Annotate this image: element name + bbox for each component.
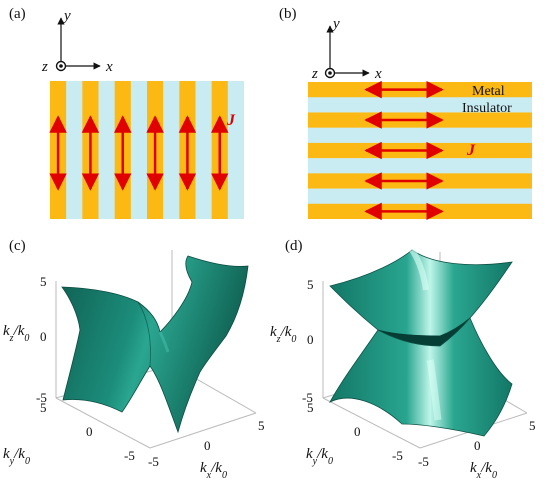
lower-hyperboloid-sheet xyxy=(329,317,513,437)
panel-b-label: (b) xyxy=(279,6,297,22)
x-tick-label: -5 xyxy=(418,454,429,469)
kx-axis-label: kx/k0 xyxy=(200,460,227,481)
panel-d: (d) 5 0 -5 5 0 -5 -5 0 5 kz/k0 ky/k0 kx/… xyxy=(270,238,536,481)
current-label: J xyxy=(226,112,236,129)
z-axis-label: z xyxy=(41,59,48,75)
x-tick-label: 5 xyxy=(529,418,536,433)
y-tick-label: -5 xyxy=(124,448,135,463)
x-tick-label: 0 xyxy=(204,438,211,453)
current-label: J xyxy=(466,142,476,159)
y-tick-label: 5 xyxy=(307,400,314,415)
panel-a: (a) y x z J xyxy=(9,6,244,219)
y-axis-label: y xyxy=(331,16,340,32)
panel-d-label: (d) xyxy=(285,238,303,254)
z-tick-label: 0 xyxy=(307,332,314,347)
y-axis-label: y xyxy=(62,8,71,24)
current-arrows xyxy=(364,80,444,221)
panel-c: (c) 5 0 -5 5 0 -5 -5 0 5 kz/k0 ky/k0 kx/… xyxy=(3,238,265,481)
x-tick-label: -5 xyxy=(148,454,159,469)
current-arrows xyxy=(49,115,229,191)
z-tick-label: -5 xyxy=(302,390,313,405)
vertical-stripes xyxy=(50,81,244,219)
x-axis-label: x xyxy=(374,66,382,82)
x-tick-label: 0 xyxy=(474,438,481,453)
z-tick-label: -5 xyxy=(36,390,47,405)
metal-label: Metal xyxy=(472,84,505,99)
x-axis-label: x xyxy=(105,59,113,75)
x-tick-label: 5 xyxy=(258,418,265,433)
z-axis-label: z xyxy=(311,66,318,82)
y-tick-label: 0 xyxy=(354,424,361,439)
panel-a-label: (a) xyxy=(9,6,26,22)
kz-axis-label: kz/k0 xyxy=(3,323,29,344)
y-tick-label: -5 xyxy=(392,448,403,463)
insulator-label: Insulator xyxy=(462,101,512,116)
hyperbolic-surface xyxy=(61,255,249,434)
y-tick-label: 5 xyxy=(40,400,47,415)
kx-axis-label: kx/k0 xyxy=(470,460,497,481)
z-tick-label: 5 xyxy=(40,274,47,289)
kz-axis-label: kz/k0 xyxy=(270,324,296,345)
y-tick-label: 0 xyxy=(86,424,93,439)
ky-axis-label: ky/k0 xyxy=(3,446,30,467)
ky-axis-label: ky/k0 xyxy=(306,446,333,467)
panel-c-label: (c) xyxy=(9,238,26,254)
z-tick-label: 5 xyxy=(307,277,314,292)
z-tick-label: 0 xyxy=(40,329,47,344)
